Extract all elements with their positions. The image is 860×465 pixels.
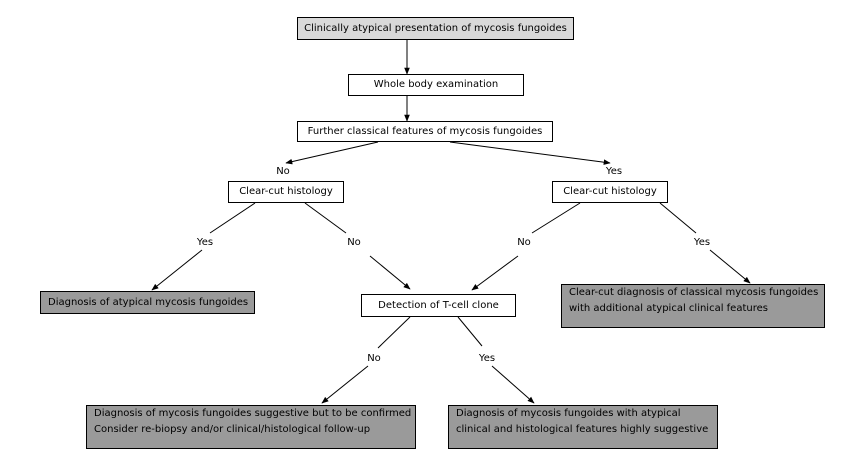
arrow-further-to-yes (449, 141, 611, 165)
arrow-yes-to-diag-highly (491, 365, 535, 404)
arrow-no-to-tcell-right (471, 255, 519, 291)
histology-left-node: Clear-cut histology (228, 181, 344, 203)
arrow-histo-left-to-yes (209, 202, 256, 234)
histology-right-node: Clear-cut histology (552, 181, 668, 203)
tcell-clone-node: Detection of T-cell clone (361, 294, 516, 317)
label-further-no: No (276, 166, 290, 177)
arrow-histo-left-to-no (304, 202, 347, 234)
diagnosis-suggestive-line-2: Consider re-biopsy and/or clinical/histo… (94, 424, 371, 435)
arrow-no-to-diag-suggestive (321, 365, 369, 404)
arrow-no-to-tcell (369, 255, 411, 290)
diagnosis-suggestive-node: Diagnosis of mycosis fungoides suggestiv… (86, 405, 416, 449)
histology-left-label: Clear-cut histology (239, 186, 333, 197)
label-histo-left-no: No (347, 237, 361, 248)
further-features-label: Further classical features of mycosis fu… (307, 125, 543, 137)
label-histo-right-no: No (517, 237, 531, 248)
diagnosis-highly-line-1: Diagnosis of mycosis fungoides with atyp… (456, 408, 681, 419)
tcell-clone-label: Detection of T-cell clone (378, 299, 499, 311)
diagnosis-classical-node: Clear-cut diagnosis of classical mycosis… (561, 284, 825, 328)
label-histo-right-yes: Yes (693, 237, 711, 248)
start-node-label: Clinically atypical presentation of myco… (304, 22, 567, 34)
diagnosis-classical-line-1: Clear-cut diagnosis of classical mycosis… (569, 287, 819, 298)
exam-node: Whole body examination (348, 74, 524, 96)
arrow-yes-to-diag-classical (709, 249, 751, 284)
diagnosis-highly-node: Diagnosis of mycosis fungoides with atyp… (448, 405, 718, 449)
arrow-further-to-no (285, 141, 379, 165)
diagnosis-classical-line-2: with additional atypical clinical featur… (569, 303, 768, 314)
label-further-yes: Yes (605, 166, 623, 177)
label-histo-left-yes: Yes (196, 237, 214, 248)
diagnosis-suggestive-line-1: Diagnosis of mycosis fungoides suggestiv… (94, 408, 412, 419)
further-features-node: Further classical features of mycosis fu… (297, 121, 553, 142)
exam-node-label: Whole body examination (373, 79, 499, 90)
arrow-tcell-to-yes (457, 316, 483, 347)
diagnosis-atypical-node: Diagnosis of atypical mycosis fungoides (40, 291, 255, 314)
histology-right-label: Clear-cut histology (563, 186, 657, 197)
arrow-tcell-to-no (377, 316, 411, 349)
label-tcell-no: No (367, 353, 381, 364)
arrow-histo-right-to-yes (659, 202, 697, 234)
diagnosis-atypical-label: Diagnosis of atypical mycosis fungoides (48, 296, 249, 308)
arrow-yes-to-diag-atypical (151, 249, 203, 291)
arrow-histo-right-to-no (531, 202, 581, 234)
start-node: Clinically atypical presentation of myco… (297, 17, 574, 40)
label-tcell-yes: Yes (478, 353, 496, 364)
diagnosis-highly-line-2: clinical and histological features highl… (456, 424, 709, 435)
